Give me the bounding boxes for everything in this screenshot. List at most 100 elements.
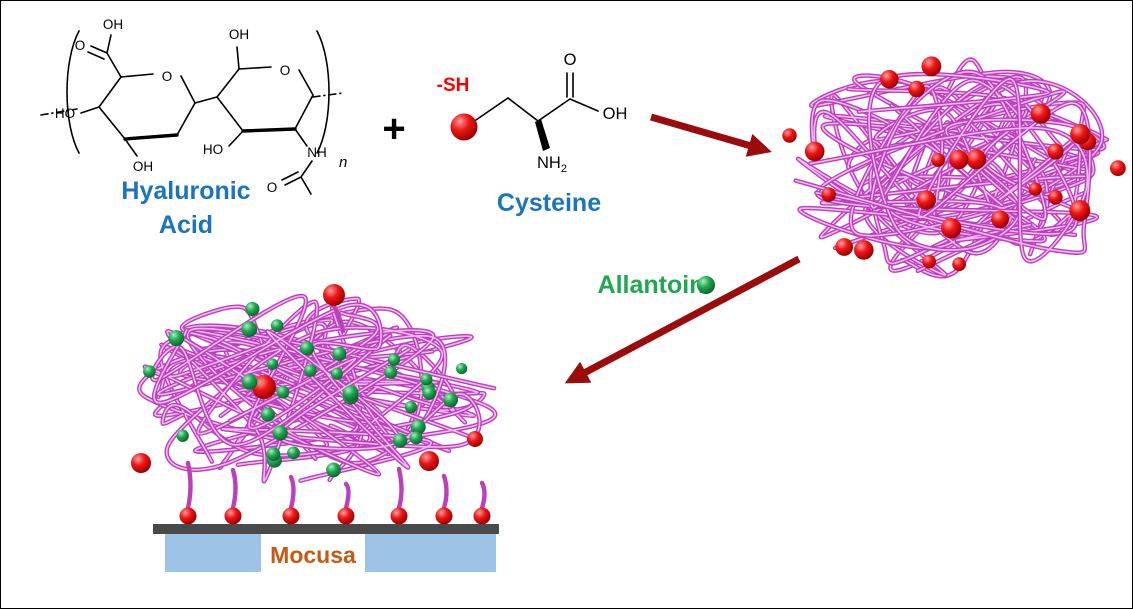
red-sphere: [880, 70, 899, 89]
green-sphere: [330, 367, 343, 380]
ho-bottom-mid: HO: [203, 142, 223, 157]
green-sphere: [304, 364, 317, 377]
cysteine-structure: -SH O OH NH2: [437, 51, 628, 175]
green-sphere: [456, 363, 468, 375]
red-sphere: [854, 240, 874, 260]
red-sphere: [949, 150, 969, 170]
green-sphere: [299, 341, 315, 356]
red-sphere: [1030, 103, 1051, 124]
red-sphere: [821, 187, 836, 202]
carbonyl-double-bond: [566, 72, 574, 98]
red-sphere: [467, 431, 483, 447]
green-sphere: [276, 385, 290, 399]
hyaluronic-acid-label-line2: Acid: [159, 211, 213, 239]
red-sphere: [804, 141, 825, 162]
red-sphere: [1047, 143, 1064, 160]
red-sphere: [390, 507, 408, 525]
ch2oh-bond: [236, 46, 240, 70]
red-sphere: [473, 507, 491, 525]
red-sphere: [337, 507, 355, 525]
green-sphere: [410, 419, 426, 435]
nh-bond: [294, 128, 308, 147]
ho-bottom-bond: [228, 130, 244, 147]
green-sphere: [266, 447, 281, 462]
red-sphere: [966, 149, 987, 170]
oh-bottom-left: OH: [133, 159, 153, 174]
ring2-bonds: [216, 66, 314, 132]
red-sphere: [419, 451, 439, 471]
thiol-label: -SH: [437, 75, 470, 96]
red-sphere: [323, 284, 345, 306]
red-sphere: [991, 210, 1009, 229]
red-sphere: [916, 190, 936, 210]
green-sphere: [245, 301, 260, 317]
tether-strand: [331, 303, 346, 334]
polymer-strand-highlight: [157, 326, 446, 471]
wedge-bond: [535, 119, 550, 151]
cysteine-label: Cysteine: [497, 189, 601, 217]
green-sphere: [422, 386, 437, 400]
red-sphere: [835, 238, 854, 256]
red-sphere: [922, 254, 936, 269]
red-sphere: [1048, 190, 1063, 205]
mucosa-label: Mocusa: [270, 542, 356, 568]
tether-strand: [343, 481, 351, 511]
tether-strand: [479, 480, 487, 511]
red-sphere: [1110, 160, 1126, 177]
plus-sign: +: [382, 107, 405, 151]
amine-subscript: 2: [561, 163, 567, 175]
polymer-strand-highlight: [153, 303, 410, 469]
polymer-strand-highlight: [815, 71, 1078, 235]
hyaluronic-acid-structure: n O OH O HO OH O OH HO NH O: [40, 17, 347, 195]
green-sphere: [387, 353, 401, 366]
green-sphere: [420, 373, 433, 386]
green-sphere: [326, 462, 341, 478]
green-sphere: [392, 433, 408, 448]
carbonyl-o: O: [564, 51, 577, 69]
green-sphere: [287, 446, 300, 460]
green-sphere: [443, 392, 458, 408]
ch2oh-oh: OH: [229, 27, 249, 42]
red-sphere: [908, 80, 925, 98]
thiolated-ha-network: [782, 56, 1126, 279]
chain-continuation-right: [312, 92, 344, 98]
red-sphere: [1028, 182, 1042, 196]
mucosa-block-left: [165, 534, 261, 572]
allantoin-label: Allantoin: [598, 271, 705, 299]
bracket-right: [316, 30, 330, 154]
mucosa-surface-bar: [153, 524, 499, 534]
amide-nh: NH: [307, 145, 327, 160]
carboxyl-oh: OH: [103, 17, 123, 32]
hydroxyl-bond: [569, 98, 599, 112]
amine-nh: NH: [537, 154, 561, 172]
green-sphere: [266, 358, 279, 370]
ring1-front-bond: [123, 133, 179, 141]
cysteine-backbone: [475, 97, 571, 122]
mucosa-block-right: [365, 534, 496, 572]
allantoin-sphere: [697, 276, 715, 294]
amine-label: NH2: [537, 154, 567, 175]
thiol-sphere: [450, 113, 478, 141]
red-sphere: [921, 56, 942, 77]
chain-continuation-left: [40, 108, 78, 116]
ho-left: HO: [55, 106, 75, 121]
polymer-strand-highlight: [151, 295, 391, 446]
red-sphere: [131, 453, 151, 473]
green-sphere: [168, 330, 185, 347]
green-sphere: [143, 365, 156, 378]
green-sphere: [270, 319, 284, 332]
green-sphere: [342, 385, 359, 402]
bracket-left: [66, 30, 80, 154]
red-sphere: [952, 257, 966, 272]
tether-strand: [288, 474, 296, 511]
red-sphere: [179, 507, 197, 525]
ho-left-bond: [80, 106, 100, 114]
acetyl-o: O: [267, 180, 278, 195]
red-sphere: [282, 507, 300, 525]
red-sphere: [252, 375, 276, 399]
tether-strand: [230, 467, 238, 511]
ring2-oxygen: O: [280, 63, 291, 78]
ring1-bonds: [98, 73, 196, 140]
